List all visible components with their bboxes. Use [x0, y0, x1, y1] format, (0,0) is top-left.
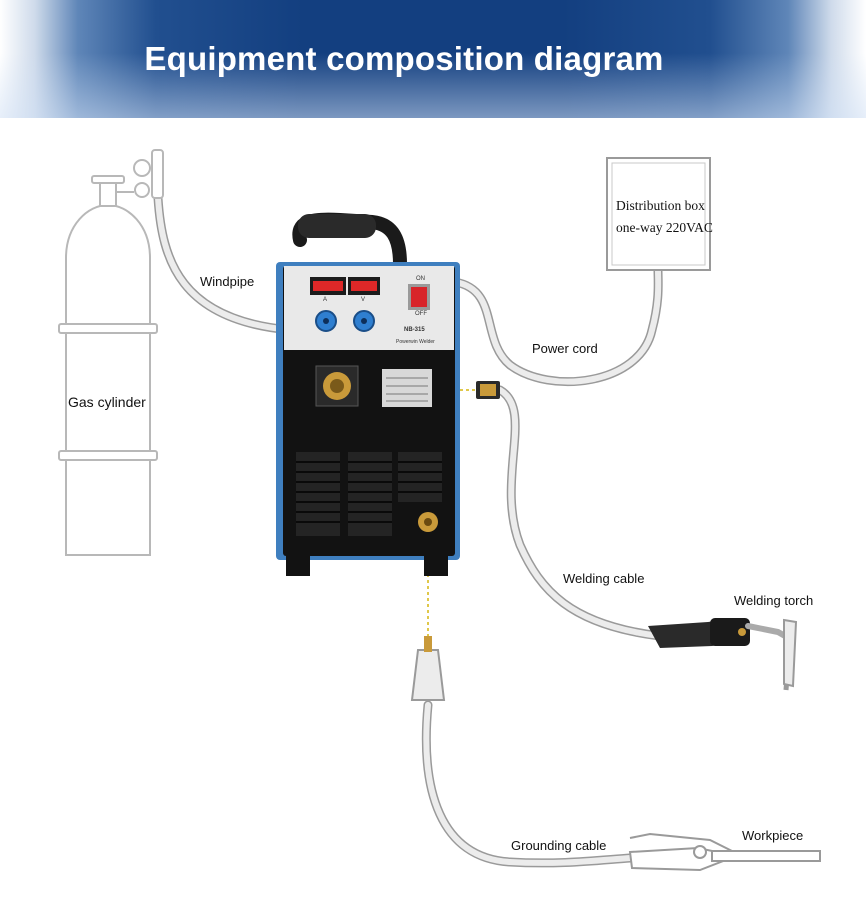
label-gas-cylinder: Gas cylinder	[68, 394, 146, 410]
switch-on-label: ON	[416, 276, 425, 282]
volt-unit-label: V	[361, 297, 365, 303]
page-title: Equipment composition diagram	[0, 40, 808, 78]
model-label: NB-315	[404, 327, 425, 333]
label-distribution-box: Distribution box one-way 220VAC	[616, 195, 713, 239]
switch-off-label: OFF	[415, 311, 427, 317]
gas-cylinder-icon	[59, 150, 163, 555]
ground-plug-icon	[412, 636, 444, 700]
welding-cable	[500, 390, 660, 636]
brand-label: Powerwin Welder	[396, 339, 435, 345]
workpiece-icon	[712, 851, 820, 861]
distribution-box-line1: Distribution box	[616, 195, 713, 217]
amp-unit-label: A	[323, 297, 327, 303]
label-power-cord: Power cord	[532, 341, 598, 356]
label-windpipe: Windpipe	[200, 274, 254, 289]
welding-torch-icon	[648, 618, 796, 690]
distribution-box-line2: one-way 220VAC	[616, 217, 713, 239]
label-welding-cable: Welding cable	[563, 571, 644, 586]
label-welding-torch: Welding torch	[734, 593, 813, 608]
torch-connector-icon	[476, 381, 500, 399]
power-cord	[455, 270, 658, 382]
label-workpiece: Workpiece	[742, 828, 803, 843]
windpipe-hose	[158, 198, 290, 330]
welder-machine	[276, 214, 460, 576]
label-grounding-cable: Grounding cable	[511, 838, 606, 853]
